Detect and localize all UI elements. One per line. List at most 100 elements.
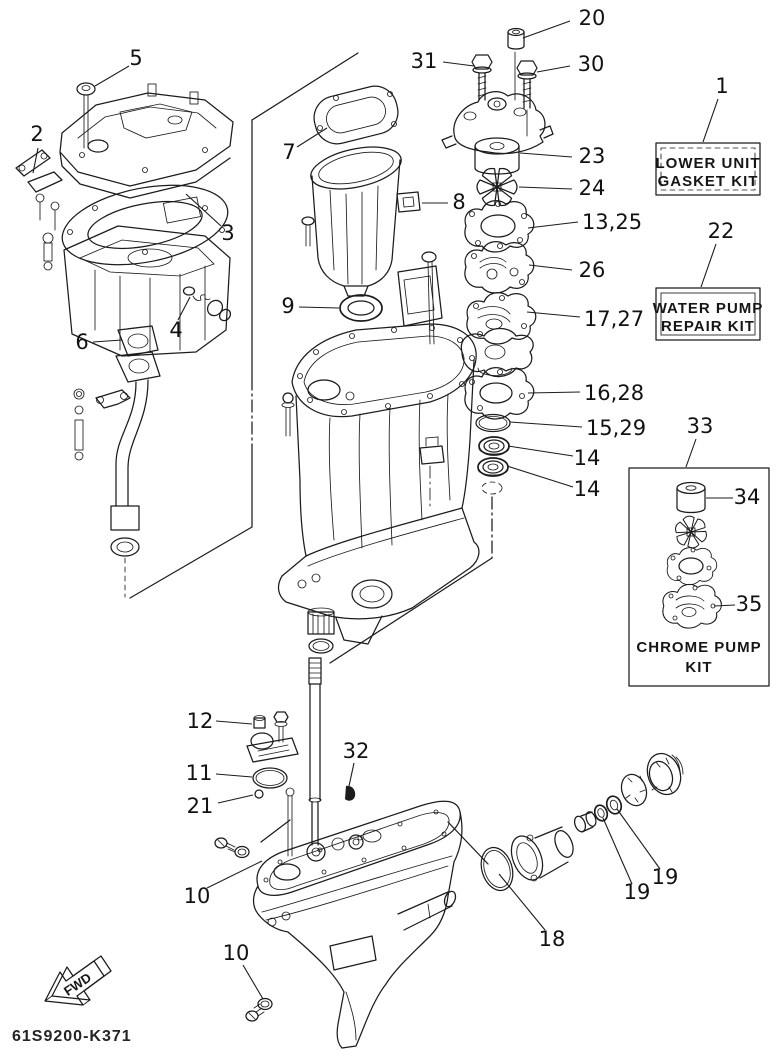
driveshaft [308, 657, 322, 846]
leader-line-12 [215, 720, 253, 725]
leader-line-23 [519, 152, 573, 158]
upper-casing-left [63, 225, 232, 598]
bearing-carrier-group [480, 752, 684, 892]
leader-line-22 [700, 243, 717, 288]
kit-box-22-line-2: REPAIR KIT [661, 318, 755, 335]
driveshaft-housing [277, 323, 480, 654]
callout-23: 23 [579, 144, 606, 168]
callout-11: 11 [186, 761, 213, 785]
callout-8: 8 [452, 190, 465, 214]
drain-screw-lower [245, 997, 273, 1022]
bearing [478, 436, 510, 456]
callout-12: 12 [187, 709, 214, 733]
kit-box-33-line-2: KIT [685, 659, 712, 676]
callout-15,29: 15,29 [586, 416, 646, 440]
callout-9: 9 [281, 294, 294, 318]
leader-line-1 [702, 98, 719, 143]
callout-5: 5 [129, 46, 142, 70]
leader-line-10 [206, 860, 263, 889]
callout-31: 31 [411, 49, 438, 73]
callout-34: 34 [734, 485, 761, 509]
kit-box-22-line-1: WATER PUMP [653, 300, 764, 317]
o-ring-18 [480, 846, 514, 892]
flange-bolt-holes [297, 325, 475, 415]
leader-line-19 [616, 808, 661, 870]
callout-4: 4 [169, 318, 182, 342]
kit-box-water-pump-repair: WATER PUMP REPAIR KIT [653, 287, 764, 341]
needle-bearing [573, 811, 597, 833]
bearing [477, 457, 509, 477]
callout-35: 35 [736, 592, 763, 616]
callout-19: 19 [624, 880, 651, 904]
callout-17,27: 17,27 [584, 307, 644, 331]
leader-line-2 [32, 147, 39, 174]
kit-box-chrome-pump: CHROME PUMP KIT [628, 467, 770, 687]
callout-7: 7 [282, 140, 295, 164]
callout-19: 19 [652, 865, 679, 889]
callout-18: 18 [539, 927, 566, 951]
callout-10: 10 [223, 941, 250, 965]
pin-32 [345, 785, 356, 801]
group-boundary-lines [129, 52, 493, 865]
callout-21: 21 [187, 794, 214, 818]
oil-seal [605, 795, 623, 815]
lower-gearcase [214, 711, 463, 1049]
leader-line-7 [296, 127, 328, 148]
callout-3: 3 [221, 221, 234, 245]
callout-10: 10 [184, 884, 211, 908]
kit-box-lower-unit-gasket: LOWER UNIT GASKET KIT [655, 142, 761, 196]
leader-line-9 [298, 306, 340, 309]
leader-line-5 [94, 65, 130, 87]
leader-line-15,29 [509, 421, 583, 428]
callout-22: 22 [708, 219, 735, 243]
callout-33: 33 [687, 414, 714, 438]
leader-line-20 [522, 20, 571, 39]
leader-line-14 [507, 445, 574, 457]
ball-21 [254, 789, 264, 799]
leader-line-14 [506, 465, 574, 488]
exhaust-guide-assembly [15, 82, 234, 271]
callout-1: 1 [715, 74, 728, 98]
fwd-arrow: FWD [44, 955, 112, 1006]
callout-2: 2 [30, 122, 43, 146]
callout-26: 26 [579, 258, 606, 282]
callout-14: 14 [574, 446, 601, 470]
callout-16,28: 16,28 [584, 381, 644, 405]
drain-screw-upper [214, 837, 250, 859]
ring-nut [646, 752, 684, 796]
leader-line-35 [713, 604, 736, 607]
callout-14: 14 [574, 477, 601, 501]
leader-line-10 [242, 964, 264, 1000]
fwd-label: FWD [61, 970, 94, 999]
key-washer [620, 773, 648, 807]
leader-line-19 [602, 817, 633, 885]
leader-line-33 [685, 438, 697, 468]
callout-20: 20 [579, 6, 606, 30]
leader-line-26 [528, 264, 573, 271]
leader-line-6 [92, 339, 123, 343]
leader-line-13,25 [527, 221, 579, 229]
callout-13,25: 13,25 [582, 210, 642, 234]
leader-line-17,27 [526, 311, 581, 318]
kit-box-1-line-1: LOWER UNIT [656, 155, 761, 172]
leader-line-31 [442, 61, 475, 67]
o-ring-11 [252, 767, 288, 789]
leader-line-32 [348, 762, 355, 787]
leader-line-24 [518, 186, 573, 190]
leader-line-18 [498, 873, 546, 931]
leader-line-4 [177, 296, 191, 321]
leader-line-16,28 [527, 391, 581, 394]
muffler-assembly [301, 85, 443, 345]
leader-line-21 [217, 794, 254, 804]
callout-30: 30 [578, 52, 605, 76]
kit-box-33-line-1: CHROME PUMP [636, 639, 761, 656]
kit-box-1-line-2: GASKET KIT [658, 173, 759, 190]
drawing-code: 61S9200-K371 [12, 1028, 132, 1045]
callout-32: 32 [343, 739, 370, 763]
water-inlet-cover [246, 711, 299, 763]
callout-6: 6 [75, 330, 88, 354]
leader-line-3 [185, 193, 222, 227]
